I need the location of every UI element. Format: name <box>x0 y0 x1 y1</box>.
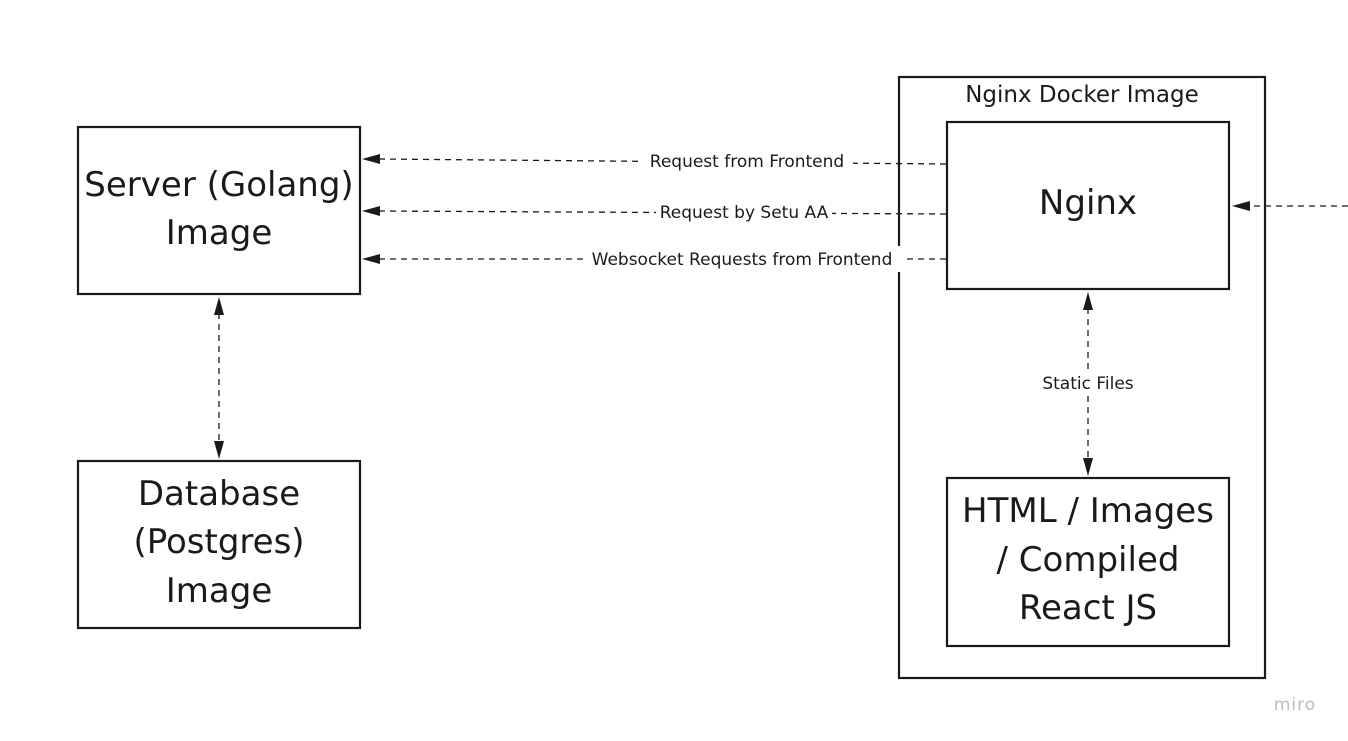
nginx-node[interactable]: Nginx <box>945 120 1231 291</box>
edge-server-database-arrowhead-down <box>214 441 224 459</box>
static-assets-node[interactable]: HTML / Images / Compiled React JS <box>945 476 1231 648</box>
server-node-label-line-2: Image <box>166 213 272 253</box>
edge-request-from-frontend[interactable]: Request from Frontend <box>362 148 947 174</box>
database-node-label-line-2: (Postgres) <box>133 522 304 562</box>
edge-external-incoming[interactable] <box>1232 201 1348 211</box>
edge-websocket-requests[interactable]: Websocket Requests from Frontend <box>362 246 946 272</box>
database-node-label-line-3: Image <box>166 571 272 611</box>
nginx-node-label: Nginx <box>1039 183 1137 223</box>
edge-request-from-frontend-arrowhead <box>362 154 380 164</box>
edge-request-by-setu-aa-line <box>377 210 947 215</box>
edge-external-incoming-arrowhead <box>1232 201 1250 211</box>
edge-websocket-requests-arrowhead <box>362 254 380 264</box>
edge-request-from-frontend-label: Request from Frontend <box>650 152 844 172</box>
edge-request-by-setu-aa-arrowhead <box>362 206 380 216</box>
miro-watermark: miro <box>1274 695 1316 715</box>
nginx-docker-image-group[interactable]: Nginx Docker Image <box>897 75 1267 680</box>
edge-server-database[interactable] <box>214 297 224 459</box>
edge-static-files-arrowhead-down <box>1083 458 1093 476</box>
edge-request-by-setu-aa-label: Request by Setu AA <box>660 203 829 223</box>
edge-websocket-requests-label: Websocket Requests from Frontend <box>592 250 893 270</box>
server-golang-image-node[interactable]: Server (Golang) Image <box>76 125 362 296</box>
database-postgres-image-node[interactable]: Database (Postgres) Image <box>76 459 362 630</box>
server-node-label-line-1: Server (Golang) <box>84 165 353 205</box>
edge-request-by-setu-aa[interactable]: Request by Setu AA <box>362 199 947 225</box>
edge-static-files[interactable]: Static Files <box>1036 292 1140 476</box>
static-assets-label-line-1: HTML / Images <box>962 491 1214 531</box>
edge-request-from-frontend-line <box>377 158 947 165</box>
edge-static-files-arrowhead-up <box>1083 292 1093 310</box>
static-assets-label-line-2: / Compiled <box>997 540 1180 580</box>
database-node-label-line-1: Database <box>138 474 300 514</box>
static-assets-label-line-3: React JS <box>1019 588 1157 628</box>
edge-server-database-arrowhead-up <box>214 297 224 315</box>
nginx-docker-image-title: Nginx Docker Image <box>965 82 1199 108</box>
edge-static-files-label: Static Files <box>1042 374 1133 394</box>
